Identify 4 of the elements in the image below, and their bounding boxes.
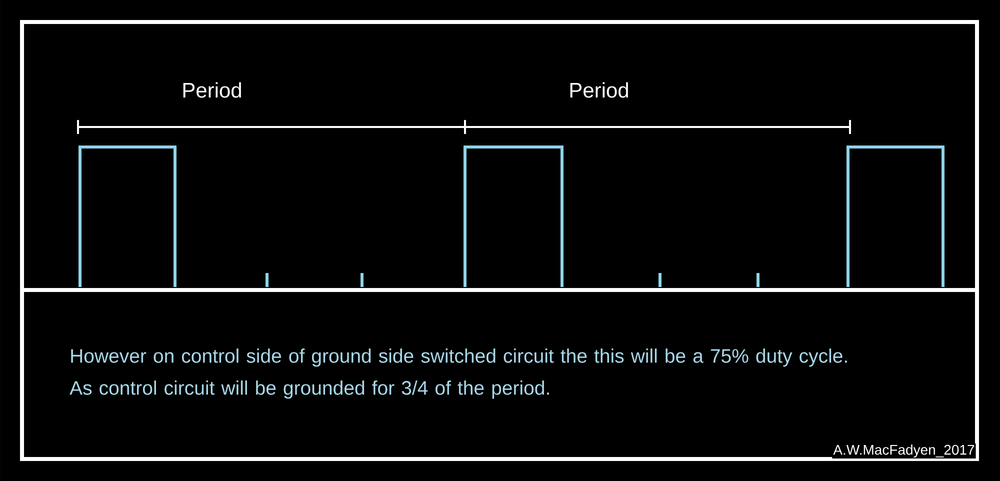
period-label: Period xyxy=(570,82,628,98)
period-label: Period xyxy=(183,82,241,98)
note-text: However on control side of ground side switched circuit the this will be a 75% duty cycle. As control circuit will be grounded for 3/4 of the period. xyxy=(70,348,847,399)
author-credit: A.W.MacFadyen_2017 xyxy=(832,443,976,459)
